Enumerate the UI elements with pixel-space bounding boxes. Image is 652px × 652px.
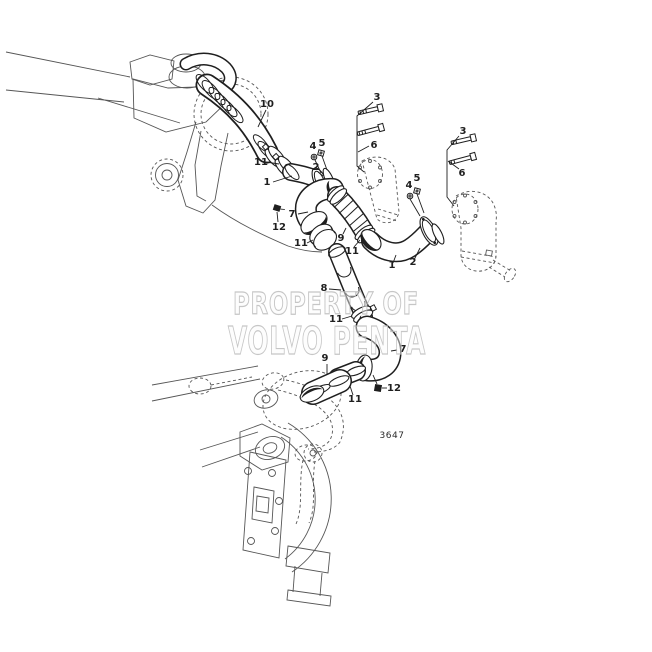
callout-9-a: 9 — [338, 233, 345, 244]
callout-5-a: 5 — [319, 138, 326, 149]
callout-3-b: 3 — [460, 126, 467, 137]
callout-11-a: 11 — [254, 157, 268, 168]
part-bolt-6-a — [356, 122, 386, 136]
part-hose-9-lower — [299, 369, 352, 405]
callout-12-b: 12 — [387, 383, 401, 394]
callout-6-b: 6 — [459, 168, 466, 179]
part-washer-4-a — [310, 153, 318, 161]
part-plug-12-b — [372, 374, 387, 393]
callout-1-a: 1 — [264, 177, 271, 188]
callout-6-a: 6 — [371, 140, 378, 151]
part-washer-4-b — [406, 192, 414, 200]
flange-1-right — [419, 216, 439, 246]
part-elbow-7-left — [294, 177, 344, 236]
callout-2-b: 2 — [410, 257, 417, 268]
ghost-riser-right — [451, 190, 517, 283]
callout-11-c: 11 — [345, 246, 359, 257]
part-bolt-3-b — [450, 133, 478, 145]
callout-7-a: 7 — [289, 209, 296, 220]
callout-4-a: 4 — [310, 141, 317, 152]
part-bolt-3-a — [357, 103, 385, 115]
callout-2-a: 2 — [313, 162, 320, 173]
callout-11-b: 11 — [294, 238, 308, 249]
part-collar-11-c — [309, 223, 338, 251]
watermark-line-2: VOLVO PENTA — [228, 319, 426, 363]
callout-9-b: 9 — [322, 353, 329, 364]
part-elbow-1-right — [360, 216, 445, 263]
callout-5-b: 5 — [414, 173, 421, 184]
part-gasket-2-right — [431, 223, 445, 245]
callout-7-b: 7 — [400, 344, 407, 355]
part-hose-10 — [195, 73, 279, 164]
callout-11-d: 11 — [329, 314, 343, 325]
callout-10: 10 — [260, 99, 274, 110]
part-bolt-6-b — [448, 151, 478, 165]
callout-11-e: 11 — [348, 394, 362, 405]
callout-1-b: 1 — [389, 260, 396, 271]
watermark-line-1: PROPERTY OF — [233, 287, 419, 322]
callout-3-a: 3 — [374, 92, 381, 103]
part-plug-12-a — [272, 204, 285, 212]
clamp-ring — [326, 185, 348, 205]
exhaust-assembly — [179, 52, 478, 405]
part-nut-5-a — [317, 149, 325, 157]
callout-8: 8 — [321, 283, 328, 294]
part-nut-5-b — [413, 187, 421, 195]
callout-4-b: 4 — [406, 180, 413, 191]
callout-leaders — [257, 101, 460, 396]
callout-12-a: 12 — [272, 222, 286, 233]
callout-labels: 10 11 1 2 4 5 3 6 3 6 4 5 7 12 11 9 11 1… — [254, 92, 466, 405]
watermark: PROPERTY OF VOLVO PENTA — [227, 286, 426, 363]
figure-number: 3647 — [380, 431, 405, 441]
